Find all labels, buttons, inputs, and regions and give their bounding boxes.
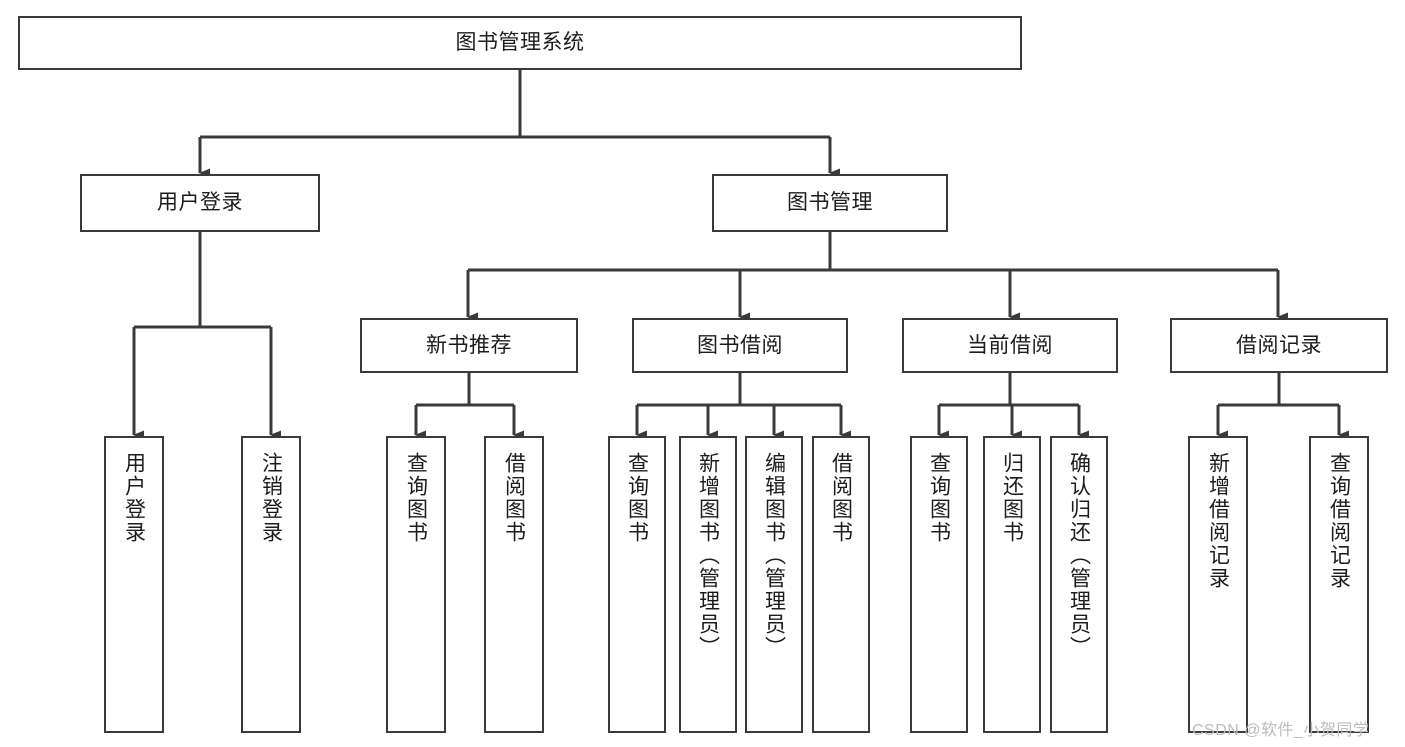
node-leaf-cur-3[interactable]: 确认归还（管理员） bbox=[1050, 436, 1108, 733]
node-label-newbook: 新书推荐 bbox=[426, 333, 512, 357]
node-current[interactable]: 当前借阅 bbox=[902, 318, 1118, 373]
node-bookmgmt[interactable]: 图书管理 bbox=[712, 174, 948, 232]
node-leaf-login-1[interactable]: 用户登录 bbox=[104, 436, 164, 733]
node-leaf-bor-3[interactable]: 编辑图书（管理员） bbox=[745, 436, 803, 733]
node-label-leaf-cur-1: 查询图书 bbox=[927, 452, 951, 544]
connector-lines bbox=[132, 70, 1349, 440]
node-borrow[interactable]: 图书借阅 bbox=[632, 318, 848, 373]
node-leaf-cur-1[interactable]: 查询图书 bbox=[910, 436, 968, 733]
node-label-leaf-rec-1: 新增借阅记录 bbox=[1206, 452, 1230, 590]
node-label-leaf-login-2: 注销登录 bbox=[259, 452, 283, 544]
node-leaf-new-2[interactable]: 借阅图书 bbox=[484, 436, 544, 733]
node-label-leaf-new-1: 查询图书 bbox=[404, 452, 428, 544]
node-label-leaf-cur-3: 确认归还（管理员） bbox=[1067, 452, 1091, 659]
node-leaf-login-2[interactable]: 注销登录 bbox=[241, 436, 301, 733]
node-label-borrow: 图书借阅 bbox=[697, 333, 783, 357]
node-leaf-cur-2[interactable]: 归还图书 bbox=[983, 436, 1041, 733]
node-label-leaf-bor-2: 新增图书（管理员） bbox=[696, 452, 720, 659]
node-leaf-bor-1[interactable]: 查询图书 bbox=[608, 436, 666, 733]
node-label-current: 当前借阅 bbox=[967, 333, 1053, 357]
node-leaf-bor-4[interactable]: 借阅图书 bbox=[812, 436, 870, 733]
node-label-leaf-login-1: 用户登录 bbox=[122, 452, 146, 544]
node-label-leaf-bor-4: 借阅图书 bbox=[829, 452, 853, 544]
node-label-login: 用户登录 bbox=[157, 191, 243, 215]
node-leaf-rec-1[interactable]: 新增借阅记录 bbox=[1188, 436, 1248, 733]
node-records[interactable]: 借阅记录 bbox=[1170, 318, 1388, 373]
node-label-leaf-bor-1: 查询图书 bbox=[625, 452, 649, 544]
node-newbook[interactable]: 新书推荐 bbox=[360, 318, 578, 373]
node-label-leaf-bor-3: 编辑图书（管理员） bbox=[762, 452, 786, 659]
node-root[interactable]: 图书管理系统 bbox=[18, 16, 1022, 70]
node-label-leaf-new-2: 借阅图书 bbox=[502, 452, 526, 544]
node-label-leaf-cur-2: 归还图书 bbox=[1000, 452, 1024, 544]
node-leaf-new-1[interactable]: 查询图书 bbox=[386, 436, 446, 733]
node-leaf-bor-2[interactable]: 新增图书（管理员） bbox=[679, 436, 737, 733]
node-label-bookmgmt: 图书管理 bbox=[787, 191, 873, 215]
watermark-label: CSDN @软件_小贺同学 bbox=[1192, 722, 1370, 739]
node-label-root: 图书管理系统 bbox=[455, 31, 585, 55]
node-leaf-rec-2[interactable]: 查询借阅记录 bbox=[1309, 436, 1369, 733]
node-label-leaf-rec-2: 查询借阅记录 bbox=[1327, 452, 1351, 590]
node-login[interactable]: 用户登录 bbox=[80, 174, 320, 232]
node-label-records: 借阅记录 bbox=[1236, 333, 1322, 357]
